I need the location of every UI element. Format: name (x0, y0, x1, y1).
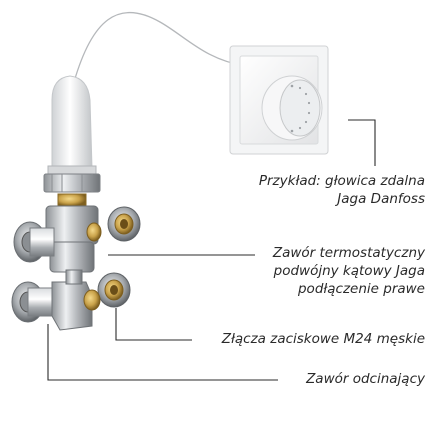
label-valve-line2: podwójny kątowy Jaga (273, 263, 425, 279)
label-example-line2: Jaga Danfoss (337, 191, 425, 207)
label-shutoff-text: Zawór odcinający (306, 371, 425, 387)
sensor-bulb-icon (43, 75, 101, 193)
thermostatic-valve-icon (13, 193, 102, 273)
leader-line-shutoff (47, 324, 278, 381)
capillary-tube-icon (73, 12, 247, 83)
leader-line-example (348, 119, 376, 166)
label-example-line1: Przykład: głowica zdalna (258, 173, 425, 189)
compression-fitting-icon (107, 206, 141, 242)
label-example: Przykład: głowica zdalna Jaga Danfoss (259, 172, 425, 208)
compression-fitting-icon (97, 272, 131, 308)
label-thermostatic-valve: Zawór termostatyczny podwójny kątowy Jag… (273, 244, 425, 298)
remote-thermostat-head-icon (229, 45, 329, 155)
label-fittings-text: Złącza zaciskowe M24 męskie (221, 331, 425, 347)
leader-line-fittings (115, 308, 192, 341)
label-compression-fittings: Złącza zaciskowe M24 męskie (222, 330, 425, 348)
shutoff-valve-icon (11, 269, 101, 331)
label-shutoff-valve: Zawór odcinający (306, 370, 425, 388)
label-valve-line3: podłączenie prawe (297, 281, 425, 297)
label-valve-line1: Zawór termostatyczny (272, 245, 425, 261)
